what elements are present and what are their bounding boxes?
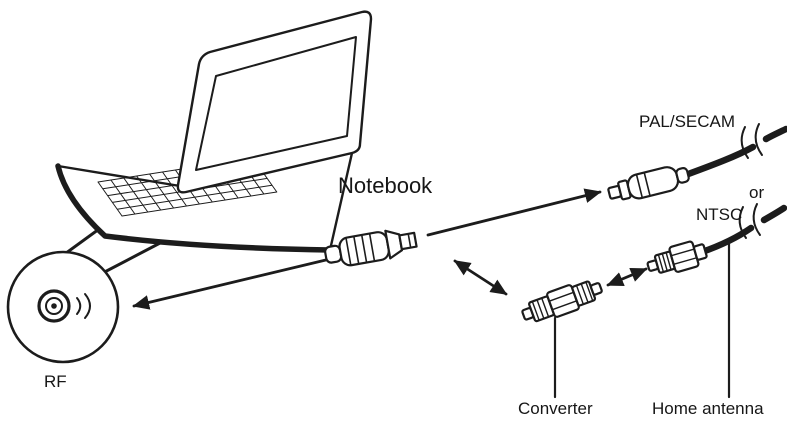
caption-pointer-lines [553, 241, 731, 399]
pal-secam-plug-icon [607, 166, 690, 201]
ntsc-plug-icon [646, 240, 708, 274]
rf-port-callout [6, 250, 120, 364]
rf-label: RF [44, 372, 67, 391]
ntsc-label: NTSC [696, 205, 743, 224]
rf-port-icon [37, 289, 71, 323]
arrow-plug-to-rf-port [132, 257, 332, 310]
or-label: or [749, 183, 765, 202]
pal-secam-cable [679, 143, 757, 180]
antenna-plug-icon [324, 229, 418, 267]
arrow-plug-to-pal-secam [426, 188, 602, 237]
ntsc-cable [698, 224, 755, 256]
cables [679, 125, 787, 256]
cable-break-marks [738, 123, 763, 239]
ntsc-cable-break [738, 203, 761, 239]
laptop-screen [195, 36, 357, 171]
arrows [132, 188, 648, 310]
pal-secam-cable-stub [762, 125, 787, 143]
converter-label: Converter [518, 399, 593, 418]
double-arrow-plug-converter [453, 259, 508, 296]
converter-adapter-icon [521, 280, 603, 323]
notebook-illustration [55, 10, 373, 253]
notebook-label: Notebook [338, 173, 433, 198]
home-antenna-label: Home antenna [652, 399, 764, 418]
ntsc-cable-stub [760, 204, 787, 224]
rf-callout-circle [6, 250, 120, 364]
pal-secam-label: PAL/SECAM [639, 112, 736, 131]
signal-arcs-icon [76, 293, 91, 319]
laptop-front-edge [55, 163, 333, 253]
double-arrow-converter-ntsc [606, 267, 648, 287]
pal-secam-cable-break [740, 123, 763, 159]
